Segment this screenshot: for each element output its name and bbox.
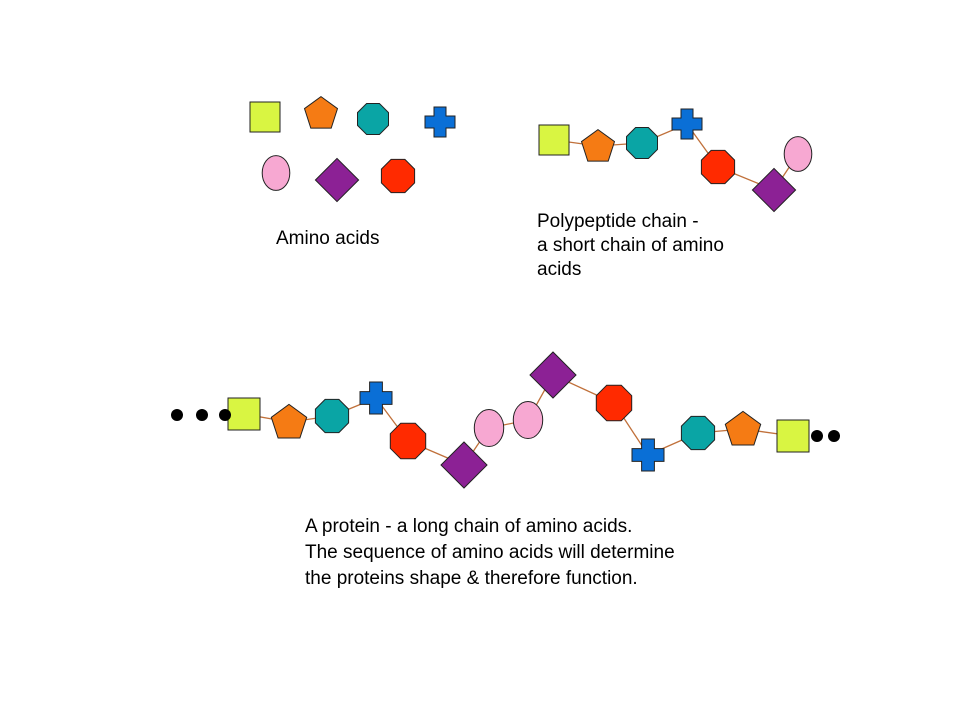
octagon-shape	[314, 398, 350, 434]
cross-shape	[631, 438, 665, 472]
cross-shape	[671, 108, 703, 140]
continuation-dot	[196, 409, 208, 421]
ellipse-shape	[473, 408, 505, 448]
square-shape	[538, 124, 570, 156]
diamond-shape	[314, 157, 360, 203]
diamond-shape	[529, 351, 577, 399]
continuation-dot	[171, 409, 183, 421]
ellipse-shape	[512, 400, 544, 440]
cross-shape	[359, 381, 393, 415]
diamond-shape	[751, 167, 797, 213]
red-octagon-shape	[389, 422, 427, 460]
cross-shape	[424, 106, 456, 138]
red-octagon-shape	[700, 149, 736, 185]
ellipse-shape	[261, 155, 291, 191]
pentagon-shape	[303, 95, 339, 129]
square-shape	[227, 397, 261, 431]
pentagon-shape	[270, 403, 308, 439]
polypeptide-caption: Polypeptide chain - a short chain of ami…	[537, 211, 724, 280]
red-octagon-shape	[595, 384, 633, 422]
polypeptide-chain-group	[538, 108, 813, 213]
protein-caption: A protein - a long chain of amino acids.…	[305, 516, 675, 589]
square-shape	[776, 419, 810, 453]
diamond-shape	[440, 441, 488, 489]
pentagon-shape	[580, 128, 616, 162]
pentagon-shape	[724, 410, 762, 446]
continuation-dot	[219, 409, 231, 421]
amino-acids-caption: Amino acids	[276, 228, 380, 249]
protein-chain-group	[171, 351, 840, 489]
octagon-shape	[680, 415, 716, 451]
continuation-dot	[811, 430, 823, 442]
square-shape	[249, 101, 281, 133]
continuation-dot	[828, 430, 840, 442]
ellipse-shape	[783, 136, 813, 172]
amino-acids-group	[249, 95, 456, 203]
octagon-shape	[626, 127, 658, 159]
octagon-shape	[357, 103, 389, 135]
red-octagon-shape	[380, 158, 416, 194]
